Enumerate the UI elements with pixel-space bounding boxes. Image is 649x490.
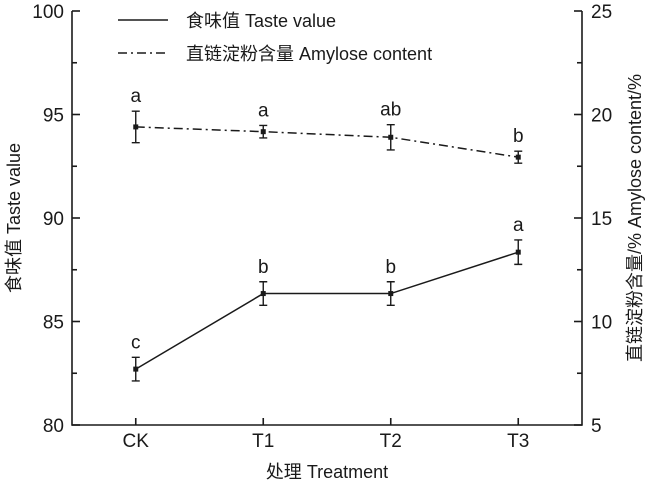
significance-letter: c	[131, 332, 141, 353]
data-point	[388, 291, 394, 297]
plot-frame	[71, 11, 583, 426]
legend: 食味值 Taste value 直链淀粉含量 Amylose content	[118, 11, 432, 64]
x-axis-label: 处理 Treatment	[266, 462, 388, 482]
data-point	[515, 249, 521, 255]
significance-letter: b	[258, 257, 269, 278]
y-tick-label-left: 85	[43, 313, 64, 334]
series-line-1	[135, 126, 519, 158]
data-point	[260, 291, 266, 297]
data-point	[515, 154, 521, 160]
series-line-0	[135, 251, 519, 370]
data-point	[133, 366, 139, 372]
y-tick-label-right: 20	[591, 106, 612, 127]
y-tick-label-right: 15	[591, 209, 612, 230]
significance-letter: ab	[380, 100, 401, 121]
y-tick-label-right: 10	[591, 313, 612, 334]
data-point	[388, 134, 394, 140]
significance-letter: a	[513, 215, 524, 236]
y-tick-label-right: 5	[591, 416, 602, 437]
significance-letter: b	[385, 257, 396, 278]
x-tick-label: T3	[507, 431, 529, 452]
significance-letter: a	[258, 100, 269, 121]
y-axis-label-right: 直链淀粉含量/% Amylose content/%	[625, 74, 645, 362]
y-axis-label-left: 食味值 Taste value	[4, 143, 24, 293]
y-tick-label-left: 90	[43, 209, 64, 230]
x-tick-label: T2	[380, 431, 402, 452]
y-tick-label-left: 95	[43, 106, 64, 127]
legend-label-1: 直链淀粉含量 Amylose content	[186, 44, 432, 64]
y-tick-label-left: 80	[43, 416, 64, 437]
x-tick-label: T1	[252, 431, 274, 452]
legend-label-0: 食味值 Taste value	[186, 11, 336, 31]
y-tick-label-right: 25	[591, 2, 612, 23]
y-tick-label-left: 100	[32, 2, 64, 23]
significance-letter: b	[513, 126, 524, 147]
data-point	[133, 124, 139, 130]
significance-letter: a	[130, 86, 141, 107]
x-tick-label: CK	[123, 431, 150, 452]
data-point	[260, 129, 266, 135]
